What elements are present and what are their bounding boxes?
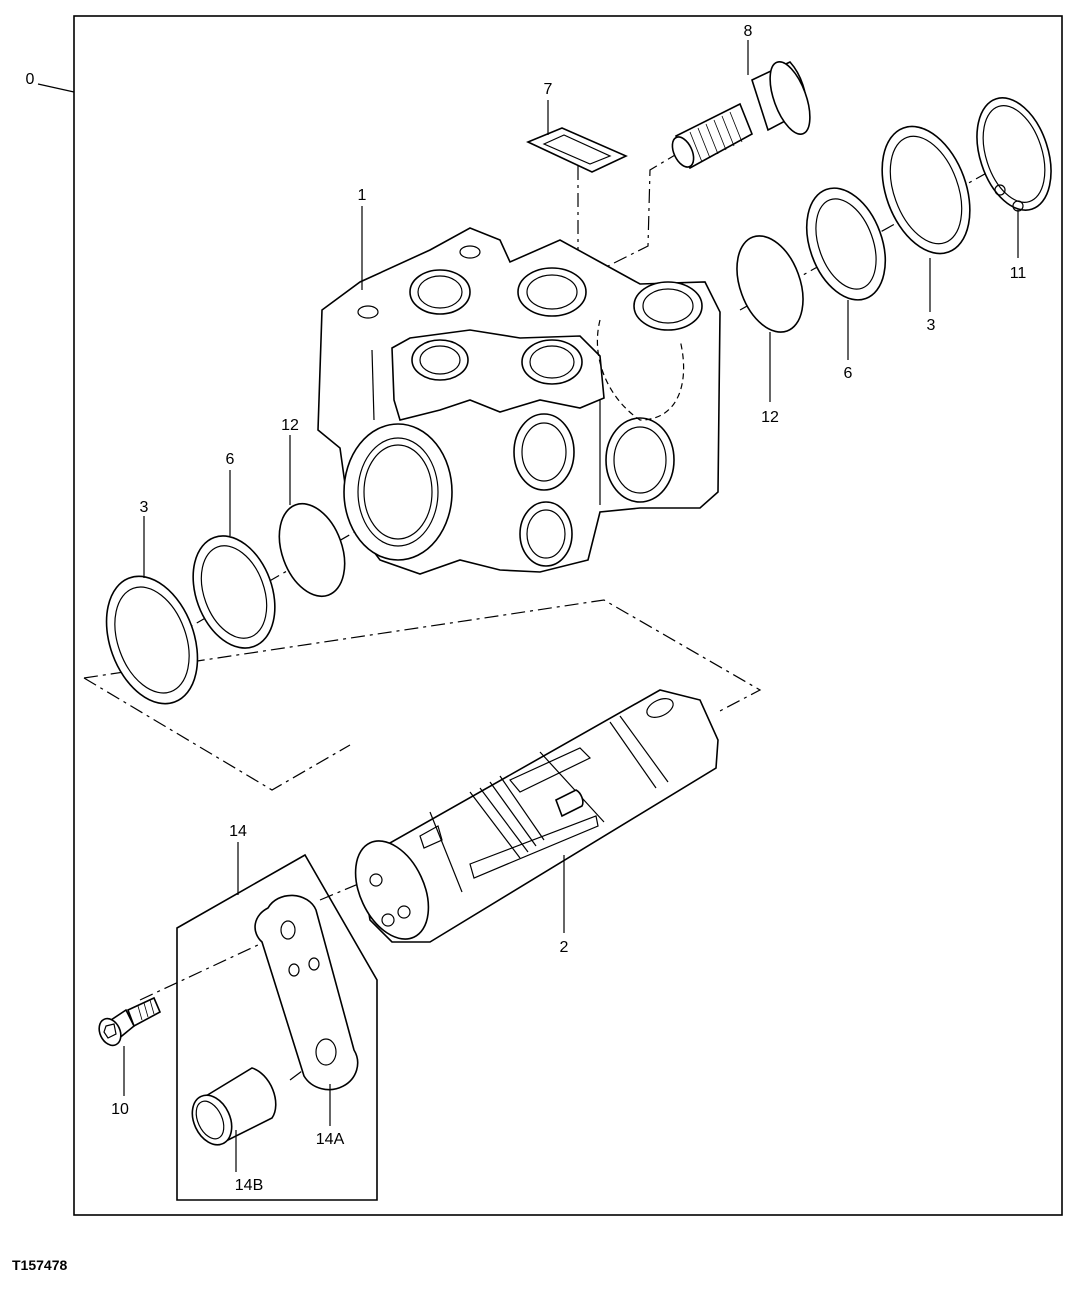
left-seals	[105, 502, 346, 705]
callout-6-left: 6	[226, 451, 235, 468]
callout-7: 7	[544, 81, 553, 98]
callout-6-right: 6	[844, 365, 853, 382]
callout-labels: 0 1 2 3 3 6 6 7 8 10 11 12 12 14 14A 14B	[26, 23, 1027, 1194]
ring-left	[192, 535, 276, 649]
callout-3-left: 3	[140, 499, 149, 516]
plug-screw	[671, 61, 811, 170]
washer-left	[105, 575, 199, 705]
callout-11: 11	[1010, 265, 1027, 282]
callout-12-left: 12	[281, 417, 299, 434]
callout-0: 0	[26, 71, 35, 88]
figure-id: T157478	[12, 1257, 67, 1273]
washer-right	[881, 125, 971, 255]
valve-housing	[317, 227, 721, 575]
socket-head-screw	[98, 996, 162, 1047]
callout-1: 1	[358, 187, 367, 204]
callout-3-right: 3	[927, 317, 936, 334]
callout-14: 14	[229, 823, 247, 840]
callout-14b: 14B	[235, 1177, 263, 1194]
pin	[191, 1067, 277, 1146]
callout-2: 2	[560, 939, 569, 956]
ring-right	[805, 187, 887, 301]
kit-14-boundary	[176, 853, 378, 1201]
callout-14a: 14A	[316, 1131, 345, 1148]
callout-8: 8	[744, 23, 753, 40]
assembly-frame	[73, 15, 1063, 1216]
gasket	[526, 127, 628, 173]
lever-plate	[254, 894, 359, 1091]
right-seals	[736, 97, 1052, 333]
callout-10: 10	[111, 1101, 129, 1118]
o-ring-left	[278, 502, 346, 598]
snap-ring	[976, 97, 1052, 211]
leader-lines	[37, 40, 1019, 1172]
callout-12-right: 12	[761, 409, 779, 426]
o-ring-right	[736, 235, 804, 333]
spool	[354, 689, 719, 943]
